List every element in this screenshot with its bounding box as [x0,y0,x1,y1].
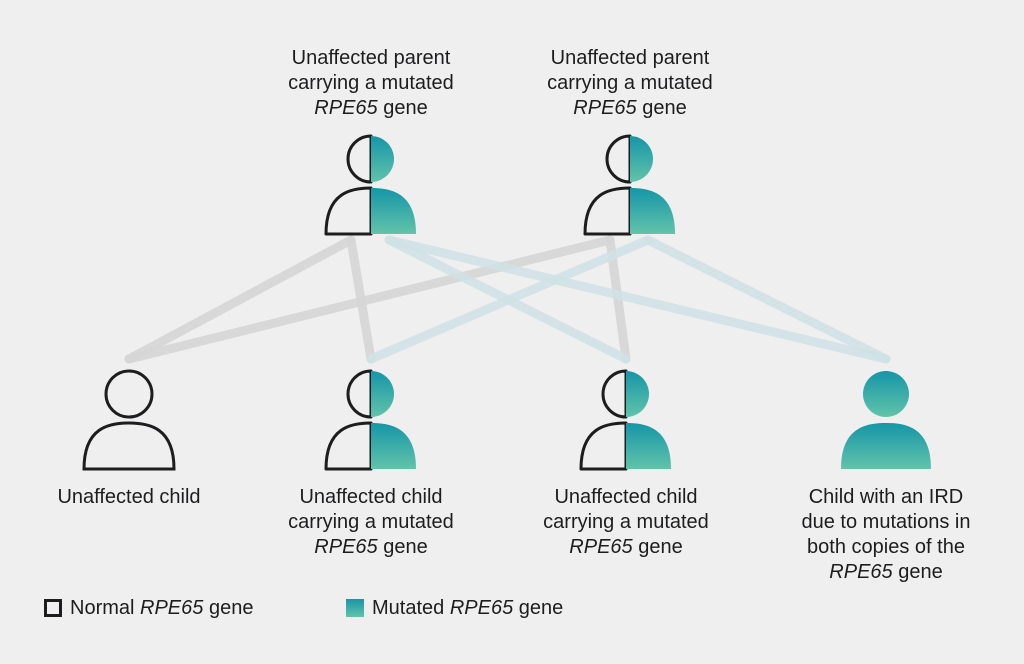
head-normal-half [346,369,373,419]
label-text: Unaffected parent [550,47,710,69]
legend-normal-label: Normal RPE65 gene [70,597,254,619]
head-normal-half [601,369,628,419]
person-icons [82,134,931,471]
edge-parent-1-to-child-4 [384,235,891,364]
gene-name: RPE65 [829,561,893,583]
child-1-person-icon [82,369,176,471]
legend-mutated-label: Mutated RPE65 gene [372,597,564,619]
label-line: carrying a mutated [251,71,491,96]
head-mutated-half [630,136,653,182]
head-mutated-half [371,371,394,417]
body-mutated-half [371,423,416,469]
body-outline [82,421,176,471]
mutated-gene-swatch [346,599,364,617]
label-line: Unaffected child [506,485,746,510]
body-normal-half [583,186,632,236]
label-text: due to mutations in [801,511,971,533]
label-line: carrying a mutated [510,71,750,96]
label-text: Unaffected child [299,486,443,508]
label-line: due to mutations in [766,510,1006,535]
label-text: gene [377,97,428,119]
body-mutated-half [371,188,416,234]
label-text: both copies of the [807,536,965,558]
label-line: Unaffected parent [251,46,491,71]
label-text: Unaffected child [57,486,201,508]
edge-parent-2-to-child-1 [124,235,615,364]
child-4-person-icon [841,371,931,469]
legend-normal: Normal RPE65 gene [44,596,253,620]
child-4-label: Child with an IRD due to mutations in both… [766,485,1006,585]
child-2-person-icon [324,369,416,471]
label-line: Child with an IRD [766,485,1006,510]
body-normal-half [324,186,373,236]
head-mutated-half [371,136,394,182]
label-text: Unaffected parent [291,47,451,69]
edge-parent-1-to-child-1 [124,235,356,364]
label-line: RPE65 gene [506,535,746,560]
label-text: Unaffected child [554,486,698,508]
label-line: carrying a mutated [506,510,746,535]
head-mutated-half [626,371,649,417]
gene-name: RPE65 [569,536,633,558]
head-normal-half [346,134,373,184]
label-line: Unaffected parent [510,46,750,71]
parent-2-person-icon [583,134,675,236]
child-1-label: Unaffected child [9,485,249,510]
gene-name: RPE65 [573,97,637,119]
body-normal-half [324,421,373,471]
gene-name: RPE65 [314,97,378,119]
label-line: RPE65 gene [251,535,491,560]
label-text: gene [892,561,943,583]
head-outline [104,369,154,419]
body-mutated-half [630,188,675,234]
head-mutated [863,371,909,417]
label-line: Unaffected child [251,485,491,510]
normal-gene-swatch [44,599,62,617]
label-text: Child with an IRD [808,486,964,508]
label-text: carrying a mutated [547,72,713,94]
child-3-person-icon [579,369,671,471]
label-text: gene [632,536,683,558]
label-line: Unaffected child [9,485,249,510]
head-normal-half [605,134,632,184]
body-mutated [841,423,931,469]
edge-parent-2-to-child-4 [643,235,891,364]
gene-name: RPE65 [314,536,378,558]
body-mutated-half [626,423,671,469]
connection-lines [124,235,891,364]
label-line: RPE65 gene [766,560,1006,585]
label-text: carrying a mutated [288,72,454,94]
label-line: RPE65 gene [251,96,491,121]
label-line: RPE65 gene [510,96,750,121]
legend-mutated: Mutated RPE65 gene [346,596,563,620]
label-line: both copies of the [766,535,1006,560]
label-text: carrying a mutated [288,511,454,533]
edge-parent-2-to-child-2 [366,235,653,364]
label-text: gene [377,536,428,558]
parent-1-person-icon [324,134,416,236]
label-line: carrying a mutated [251,510,491,535]
body-normal-half [579,421,628,471]
label-text: carrying a mutated [543,511,709,533]
label-text: gene [636,97,687,119]
